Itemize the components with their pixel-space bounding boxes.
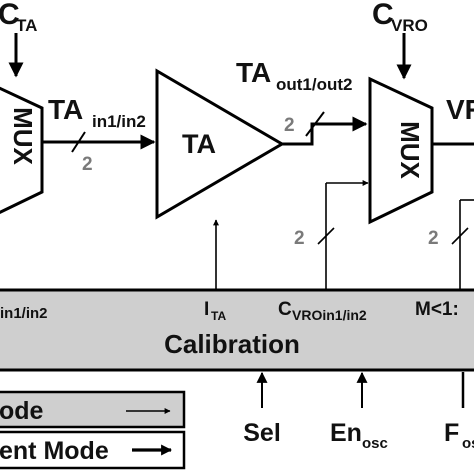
calibration-port-cvro-sub: VROin1/in2 bbox=[292, 307, 367, 323]
ta-input-label-main: TA bbox=[48, 94, 83, 125]
ta-output-bus-width: 2 bbox=[284, 115, 295, 136]
ta-input-bus-width: 2 bbox=[82, 154, 93, 175]
m-bus-slash bbox=[451, 227, 469, 245]
c-vro-label-main: C bbox=[372, 0, 394, 31]
mux-right-label: MUX bbox=[395, 121, 425, 179]
ta-output-bus-slash bbox=[305, 111, 325, 137]
c-ta-label-sub: TA bbox=[16, 16, 37, 35]
calibration-port-m: M<1: bbox=[415, 299, 459, 320]
vro-output-label: VR bbox=[446, 94, 474, 125]
legend-row-1-label: ode bbox=[0, 397, 44, 425]
ta-output-line bbox=[282, 116, 368, 146]
f-osc-label-sub: osc bbox=[462, 435, 474, 452]
sel-input-label: Sel bbox=[243, 419, 281, 447]
c-vro-label-sub: VRO bbox=[391, 16, 428, 35]
ta-amplifier-block bbox=[155, 68, 285, 220]
calibration-label: Calibration bbox=[164, 329, 300, 359]
ta-block-label: TA bbox=[182, 129, 216, 159]
ta-input-label-sub: in1/in2 bbox=[92, 112, 146, 131]
calibration-port-ita-sub: TA bbox=[211, 309, 226, 323]
calibration-block bbox=[0, 288, 474, 372]
ta-output-label-sub: out1/out2 bbox=[276, 75, 353, 94]
legend-row-2-label: ent Mode bbox=[0, 437, 109, 465]
calibration-port-ita-main: I bbox=[204, 299, 209, 320]
m-bus-width: 2 bbox=[428, 228, 439, 249]
calibration-port-cvro-main: C bbox=[278, 299, 292, 320]
mux-left-label: MUX bbox=[8, 107, 38, 165]
en-osc-label-main: En bbox=[330, 419, 362, 447]
legend-row-1 bbox=[0, 390, 186, 429]
calibration-port-left: in1/in2 bbox=[0, 305, 48, 322]
cvro-bus-width: 2 bbox=[294, 228, 305, 249]
mux-left-block bbox=[0, 86, 44, 214]
ta-output-label-main: TA bbox=[236, 57, 271, 88]
cvro-bus-slash bbox=[317, 227, 335, 245]
c-ta-label-main: C bbox=[0, 0, 20, 31]
en-osc-label-sub: osc bbox=[362, 435, 388, 452]
ta-input-bus-slash bbox=[71, 131, 86, 153]
mux-right-block bbox=[368, 76, 434, 225]
f-osc-label-main: F bbox=[444, 419, 459, 447]
